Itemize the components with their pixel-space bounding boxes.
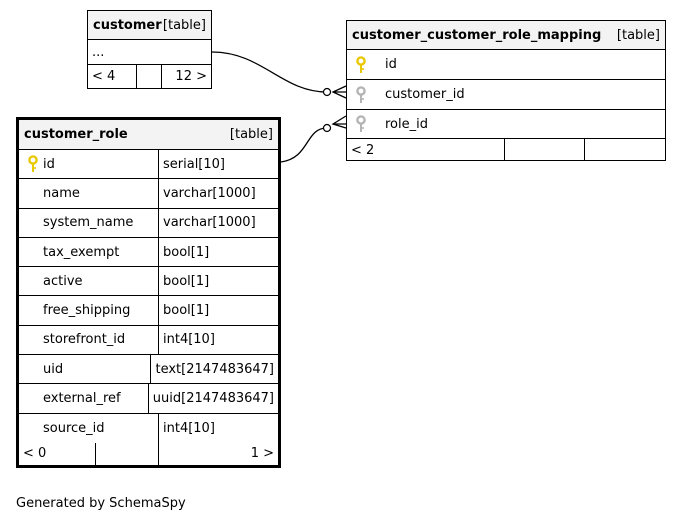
key-icon	[351, 115, 371, 133]
column-name: system_name	[43, 215, 134, 231]
column-type: int4[10]	[158, 325, 278, 355]
column-type: bool[1]	[158, 237, 278, 267]
column-type: text[2147483647]	[150, 355, 278, 384]
table-header: customer [table]	[88, 11, 211, 40]
column-name: role_id	[385, 116, 428, 132]
footer-left: < 4	[92, 69, 116, 84]
table-row: tax_exempt bool[1]	[19, 237, 278, 268]
column-type: varchar[1000]	[158, 208, 278, 237]
column-name: free_shipping	[43, 303, 131, 319]
column-type: int4[10]	[158, 413, 278, 443]
table-kind: [table]	[162, 17, 206, 33]
table-row: id serial[10]	[19, 150, 278, 180]
column-type: serial[10]	[158, 150, 278, 179]
footer-middle	[136, 65, 161, 88]
table-row: active bool[1]	[19, 267, 278, 297]
footer-right	[584, 139, 665, 161]
table-row: storefront_id int4[10]	[19, 325, 278, 356]
generated-by-text: Generated by SchemaSpy	[16, 496, 186, 511]
column-name: id	[43, 156, 55, 172]
table-row: customer_id	[347, 80, 665, 110]
table-row: source_id int4[10]	[19, 413, 278, 443]
column-name: name	[43, 185, 80, 201]
relation-crowfoot	[331, 115, 347, 129]
column-name: active	[43, 273, 83, 289]
relation-role-to-mapping	[280, 127, 328, 163]
table-name: customer_role	[24, 127, 128, 142]
footer-middle	[504, 139, 584, 161]
footer-right: 12 >	[161, 65, 211, 88]
table-header: customer_customer_role_mapping [table]	[347, 21, 665, 50]
table-name: customer	[93, 17, 162, 33]
table-customer-role[interactable]: customer_role [table] id serial[10] name va…	[16, 117, 281, 468]
table-name: customer_customer_role_mapping	[352, 27, 602, 43]
table-kind: [table]	[616, 27, 660, 43]
key-icon	[23, 155, 43, 173]
table-row: system_name varchar[1000]	[19, 208, 278, 238]
ellipsis-text: ...	[92, 44, 105, 60]
column-name: external_ref	[43, 391, 121, 407]
table-row: id	[347, 50, 665, 80]
column-type: bool[1]	[158, 296, 278, 325]
table-customer[interactable]: customer [table] ... < 4 12 >	[87, 10, 212, 89]
column-name: tax_exempt	[43, 244, 120, 260]
table-row: uid text[2147483647]	[19, 355, 278, 385]
table-footer: < 4 12 >	[88, 65, 211, 88]
footer-left: < 2	[351, 142, 375, 158]
footer-middle	[95, 442, 158, 465]
column-name: storefront_id	[43, 332, 126, 348]
column-name: uid	[43, 361, 64, 377]
table-row: free_shipping bool[1]	[19, 296, 278, 326]
relation-crowfoot	[331, 85, 347, 99]
column-name: id	[385, 57, 397, 72]
table-footer: < 0 1 >	[19, 442, 278, 465]
key-icon	[351, 85, 371, 104]
column-type: uuid[2147483647]	[147, 384, 278, 413]
table-row: external_ref uuid[2147483647]	[19, 384, 278, 414]
relation-optional-circle	[322, 123, 332, 133]
table-header: customer_role [table]	[19, 120, 278, 150]
key-icon	[351, 55, 371, 74]
footer-left: < 0	[23, 446, 47, 462]
table-footer: < 2	[347, 139, 665, 161]
table-kind: [table]	[229, 127, 273, 142]
column-type: bool[1]	[158, 267, 278, 296]
column-name: source_id	[43, 420, 105, 436]
relation-customer-to-mapping	[211, 51, 328, 93]
column-type: varchar[1000]	[158, 179, 278, 208]
column-name: customer_id	[385, 87, 465, 102]
table-customer-customer-role-mapping[interactable]: customer_customer_role_mapping [table] i…	[346, 20, 666, 161]
footer-right: 1 >	[158, 442, 278, 465]
table-row-ellipsis: ...	[88, 40, 211, 65]
table-row: role_id	[347, 110, 665, 139]
relation-optional-circle	[322, 87, 332, 97]
table-row: name varchar[1000]	[19, 179, 278, 209]
